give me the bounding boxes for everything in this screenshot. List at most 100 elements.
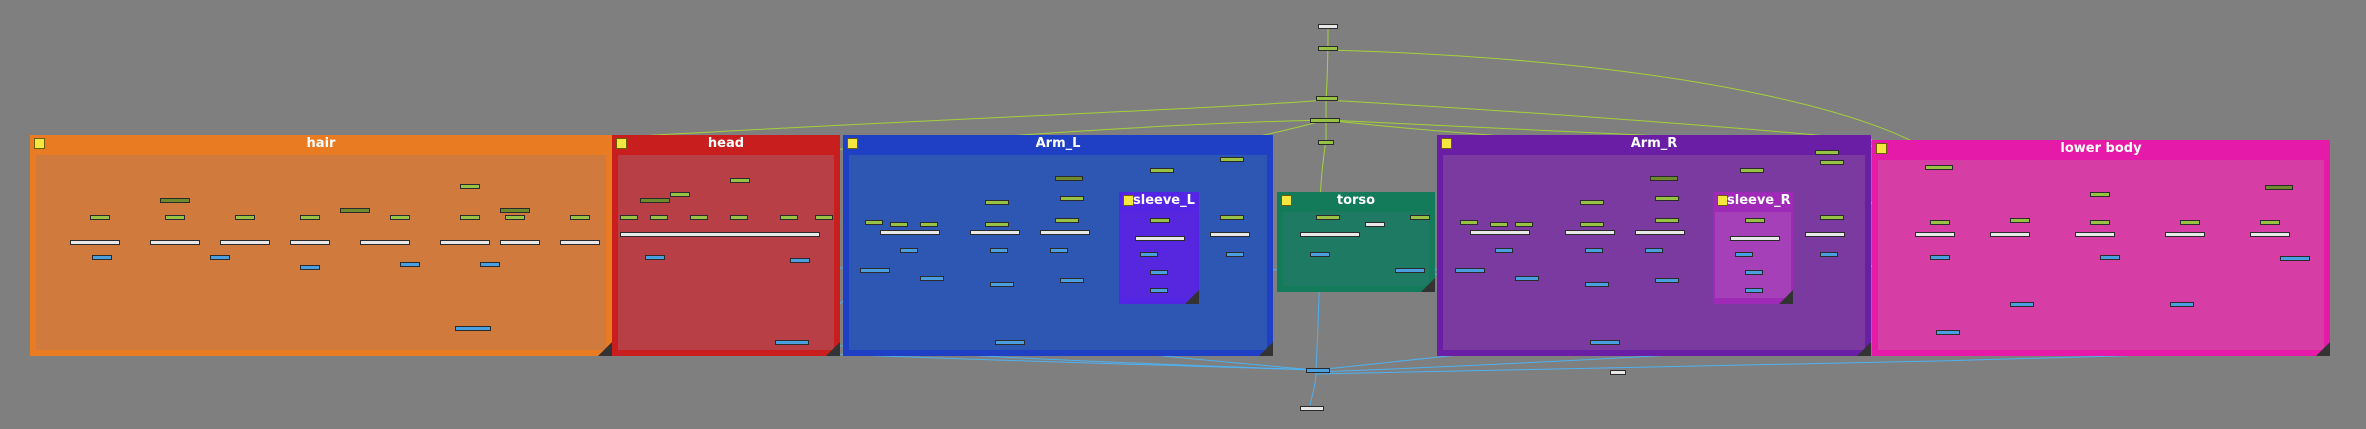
node[interactable]: [340, 208, 370, 213]
node[interactable]: [2165, 232, 2205, 237]
resize-handle[interactable]: [826, 342, 840, 356]
node[interactable]: [1745, 288, 1763, 293]
node[interactable]: [2090, 220, 2110, 225]
node[interactable]: [1745, 270, 1763, 275]
node[interactable]: [1515, 222, 1533, 227]
node[interactable]: [1410, 215, 1430, 220]
backdrop-sleeve-r[interactable]: sleeve_R: [1713, 192, 1793, 304]
node[interactable]: [860, 268, 890, 273]
node[interactable]: [1925, 165, 1953, 170]
node[interactable]: [815, 215, 833, 220]
node[interactable]: [1820, 160, 1844, 165]
node[interactable]: [1150, 218, 1170, 223]
node[interactable]: [505, 215, 525, 220]
node[interactable]: [570, 215, 590, 220]
node[interactable]: [690, 215, 708, 220]
node[interactable]: [500, 240, 540, 245]
node[interactable]: [1915, 232, 1955, 237]
node[interactable]: [2090, 192, 2110, 197]
node[interactable]: [1650, 176, 1678, 181]
node[interactable]: [1220, 157, 1244, 162]
node[interactable]: [865, 220, 883, 225]
node[interactable]: [990, 248, 1008, 253]
node[interactable]: [985, 222, 1009, 227]
node[interactable]: [70, 240, 120, 245]
node[interactable]: [1060, 196, 1084, 201]
node[interactable]: [1140, 252, 1158, 257]
node[interactable]: [1590, 340, 1620, 345]
node[interactable]: [1635, 230, 1685, 235]
node[interactable]: [1060, 278, 1084, 283]
node[interactable]: [920, 276, 944, 281]
node-root[interactable]: [1318, 46, 1338, 51]
node[interactable]: [2180, 220, 2200, 225]
resize-handle[interactable]: [598, 342, 612, 356]
node[interactable]: [1990, 232, 2030, 237]
node[interactable]: [990, 282, 1014, 287]
node[interactable]: [780, 215, 798, 220]
backdrop-head[interactable]: head: [612, 135, 840, 356]
node[interactable]: [1365, 222, 1385, 227]
node[interactable]: [1820, 215, 1844, 220]
resize-handle[interactable]: [1259, 342, 1273, 356]
node[interactable]: [1655, 218, 1679, 223]
node-output[interactable]: [1318, 24, 1338, 29]
node[interactable]: [440, 240, 490, 245]
node[interactable]: [1515, 276, 1539, 281]
node[interactable]: [500, 208, 530, 213]
resize-handle[interactable]: [1857, 342, 1871, 356]
backdrop-hair[interactable]: hair: [30, 135, 612, 356]
node[interactable]: [560, 240, 600, 245]
node[interactable]: [460, 184, 480, 189]
node[interactable]: [1930, 220, 1950, 225]
node[interactable]: [235, 215, 255, 220]
node[interactable]: [1740, 168, 1764, 173]
node-dot[interactable]: [1610, 370, 1626, 375]
node[interactable]: [1210, 232, 1250, 237]
backdrop-select-checkbox[interactable]: [1281, 195, 1292, 206]
node[interactable]: [890, 222, 908, 227]
node[interactable]: [1316, 215, 1340, 220]
node[interactable]: [455, 326, 491, 331]
node[interactable]: [460, 215, 480, 220]
node-final[interactable]: [1300, 406, 1324, 411]
node[interactable]: [1226, 252, 1244, 257]
backdrop-select-checkbox[interactable]: [1876, 143, 1887, 154]
node[interactable]: [2265, 185, 2293, 190]
node[interactable]: [790, 258, 810, 263]
backdrop-select-checkbox[interactable]: [1123, 195, 1134, 206]
node[interactable]: [730, 215, 748, 220]
node[interactable]: [1930, 255, 1950, 260]
backdrop-arm-l[interactable]: Arm_L: [843, 135, 1273, 356]
node[interactable]: [2010, 218, 2030, 223]
node[interactable]: [2250, 232, 2290, 237]
node[interactable]: [1585, 282, 1609, 287]
backdrop-arm-r[interactable]: Arm_R: [1437, 135, 1871, 356]
node[interactable]: [2260, 220, 2280, 225]
node[interactable]: [220, 240, 270, 245]
node[interactable]: [300, 265, 320, 270]
node[interactable]: [730, 178, 750, 183]
node[interactable]: [1490, 222, 1508, 227]
node[interactable]: [970, 230, 1020, 235]
node[interactable]: [480, 262, 500, 267]
node[interactable]: [1580, 200, 1604, 205]
node[interactable]: [360, 240, 410, 245]
node[interactable]: [920, 222, 938, 227]
node[interactable]: [2010, 302, 2034, 307]
node[interactable]: [165, 215, 185, 220]
node[interactable]: [1655, 196, 1679, 201]
node[interactable]: [900, 248, 918, 253]
resize-handle[interactable]: [1421, 278, 1435, 292]
node[interactable]: [1220, 215, 1244, 220]
node[interactable]: [1585, 248, 1603, 253]
node[interactable]: [1395, 268, 1425, 273]
node[interactable]: [160, 198, 190, 203]
node[interactable]: [985, 200, 1009, 205]
node[interactable]: [775, 340, 809, 345]
node[interactable]: [1730, 236, 1780, 241]
resize-handle[interactable]: [1185, 290, 1199, 304]
node[interactable]: [390, 215, 410, 220]
node[interactable]: [150, 240, 200, 245]
